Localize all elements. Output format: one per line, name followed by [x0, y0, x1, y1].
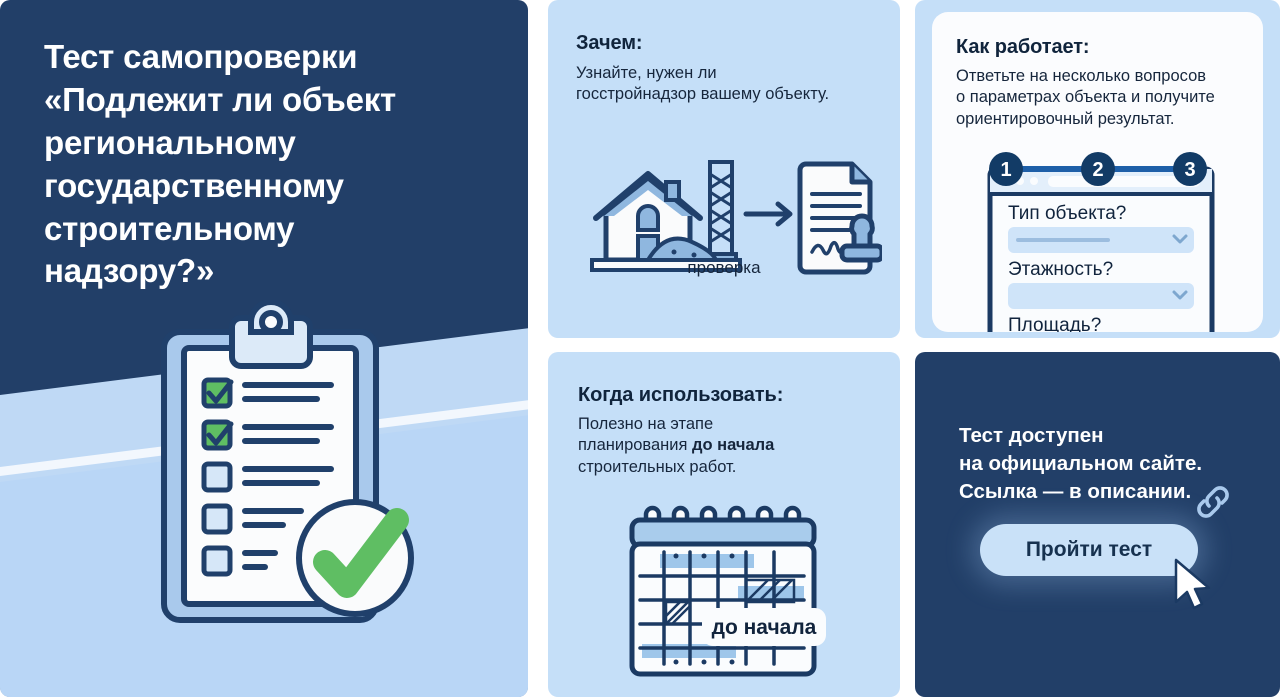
form-field-label-3: Площадь?: [1008, 315, 1101, 332]
how-body: Ответьте на несколько вопросов о парамет…: [956, 67, 1215, 128]
why-heading: Зачем:: [576, 32, 643, 54]
step-indicator-3: 3: [1173, 152, 1207, 186]
when-body-part2: строительных работ.: [578, 457, 737, 476]
step-indicator-1: 1: [989, 152, 1023, 186]
document-with-stamp-icon: [797, 161, 882, 275]
cta-panel: Тест доступен на официальном сайте. Ссыл…: [915, 352, 1280, 697]
svg-text:2: 2: [1092, 159, 1103, 181]
when-panel: Когда использовать: Полезно на этапе пла…: [548, 352, 900, 697]
calendar-badge-label: до начала: [712, 616, 817, 639]
when-body: Полезно на этапе планирования до начала …: [578, 414, 883, 478]
chain-link-icon: [1197, 486, 1229, 518]
calendar-planning-icon: до начала: [629, 505, 826, 677]
house-under-construction-icon: [590, 160, 742, 272]
how-inner-card: Как работает: Ответьте на несколько вопр…: [932, 12, 1263, 332]
hero-panel: Тест самопроверки «Подлежит ли объект ре…: [0, 0, 528, 697]
cta-text: Тест доступен на официальном сайте. Ссыл…: [959, 424, 1203, 503]
step-indicator-2: 2: [1081, 152, 1115, 186]
why-body: Узнайте, нужен ли госстройнадзор вашему …: [576, 64, 830, 104]
how-panel: Как работает: Ответьте на несколько вопр…: [915, 0, 1280, 338]
form-dropdown-2: [1008, 283, 1194, 309]
take-test-button[interactable]: Пройти тест: [980, 524, 1198, 576]
form-field-label-1: Тип объекта?: [1008, 203, 1126, 224]
form-wizard-mockup: 1 2 3 Тип объекта? Этажность?: [987, 152, 1215, 332]
mouse-cursor-icon: [1174, 558, 1211, 610]
when-body-part1: Полезно на этапе планирования: [578, 415, 714, 455]
how-heading: Как работает:: [956, 36, 1090, 58]
when-body-emphasis: до начала: [692, 436, 775, 455]
arrow-right-icon: [743, 201, 793, 227]
clipboard-checklist-icon: [161, 300, 414, 623]
svg-text:1: 1: [1000, 159, 1011, 181]
svg-text:3: 3: [1184, 159, 1195, 181]
form-field-label-2: Этажность?: [1008, 259, 1113, 280]
why-panel: Зачем: Узнайте, нужен ли госстройнадзор …: [548, 0, 900, 338]
why-caption: проверка: [687, 258, 761, 277]
when-heading: Когда использовать:: [578, 384, 784, 406]
construction-to-document-illustration: [590, 160, 882, 275]
page-title: Тест самопроверки «Подлежит ли объект ре…: [44, 38, 397, 290]
